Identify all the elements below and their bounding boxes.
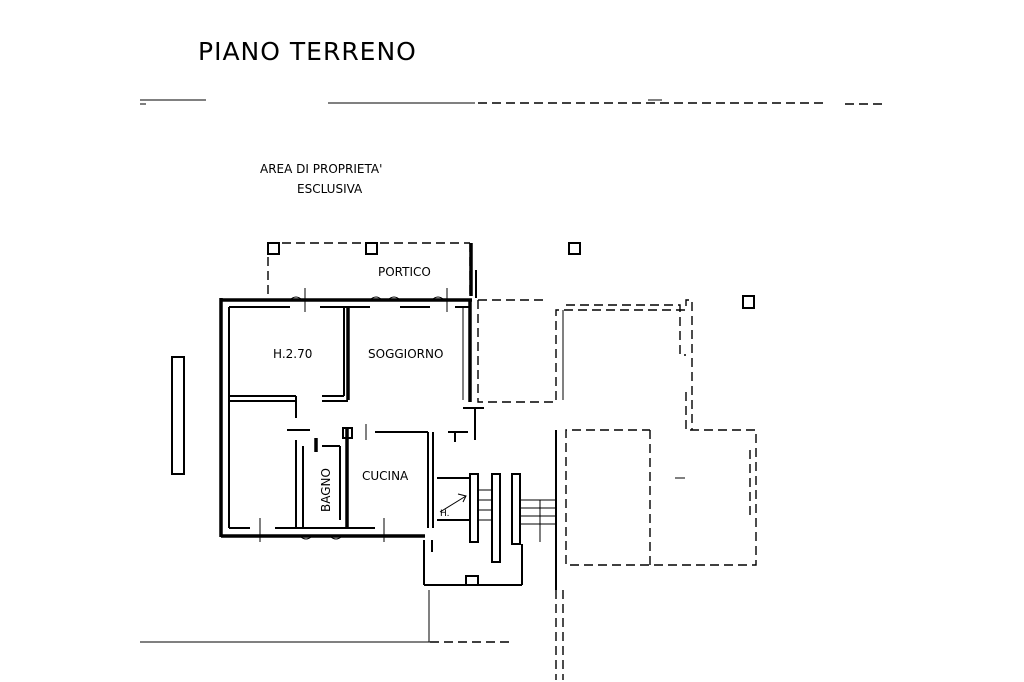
adjacent-units: [477, 295, 757, 680]
area-label-line2: ESCLUSIVA: [297, 182, 363, 196]
interior-partitions: [229, 307, 468, 528]
room-height-label: H.2.70: [273, 347, 312, 361]
portico: [267, 242, 581, 300]
left-boundary-element: [171, 356, 185, 475]
plan-title: PIANO TERRENO: [198, 37, 417, 66]
cucina-label: CUCINA: [362, 469, 409, 483]
area-label-line1: AREA DI PROPRIETA': [260, 162, 382, 176]
portico-label: PORTICO: [378, 265, 431, 279]
entrance-landing: [140, 540, 523, 643]
bagno-label: BAGNO: [319, 468, 333, 512]
svg-text:H.: H.: [440, 509, 449, 519]
soggiorno-label: SOGGIORNO: [368, 347, 443, 361]
property-boundary-top: [140, 99, 885, 105]
apartment-walls: [219, 288, 484, 542]
staircase: H.: [437, 473, 555, 563]
